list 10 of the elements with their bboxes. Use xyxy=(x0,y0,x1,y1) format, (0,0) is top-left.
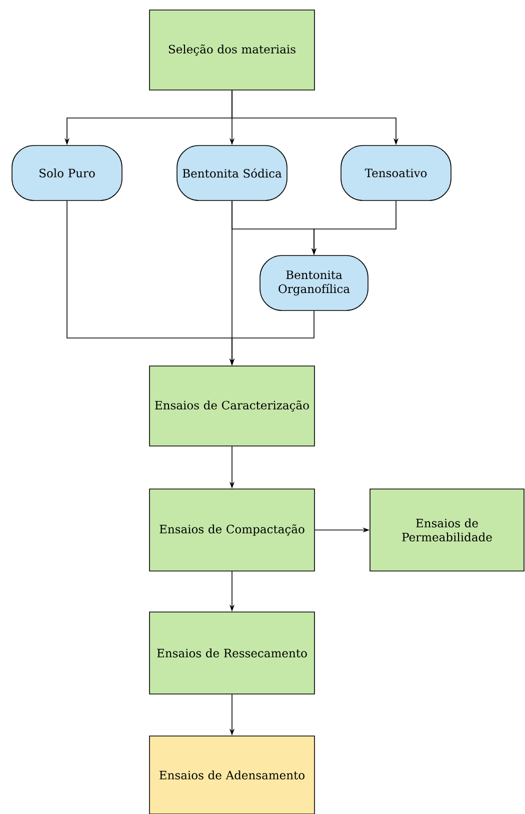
process-box: Ensaios de Adensamento xyxy=(149,736,315,814)
material-terminal: Tensoativo xyxy=(340,145,452,201)
process-box: Ensaios de Compactação xyxy=(149,488,315,572)
material-terminal: Solo Puro xyxy=(12,145,122,201)
material-terminal: Bentonita Sódica xyxy=(176,145,288,201)
process-box: Ensaios de Permeabilidade xyxy=(370,488,524,572)
process-box: Ensaios de Caracterização xyxy=(149,366,315,446)
material-terminal: Bentonita Organofílica xyxy=(260,255,368,311)
process-box: Ensaios de Ressecamento xyxy=(149,612,315,694)
process-box: Seleção dos materiais xyxy=(149,10,315,90)
